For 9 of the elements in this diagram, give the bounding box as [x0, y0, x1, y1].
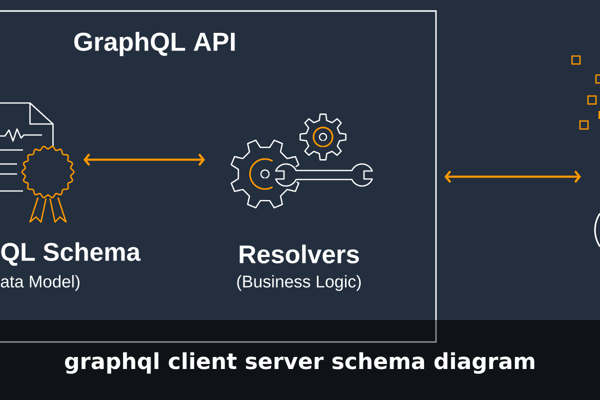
subtitle-text: ata Model) [0, 275, 80, 291]
title-text: GraphQL API [74, 32, 235, 56]
heading-text: QL Schema [1, 242, 141, 266]
subtitle-text: (Business Logic) [237, 275, 361, 291]
circle-outline [594, 213, 600, 247]
arrow [444, 170, 581, 183]
arrow [83, 154, 205, 166]
heading-text: Resolvers [240, 244, 359, 264]
caption-band: graphql client server schema diagram [0, 320, 600, 400]
